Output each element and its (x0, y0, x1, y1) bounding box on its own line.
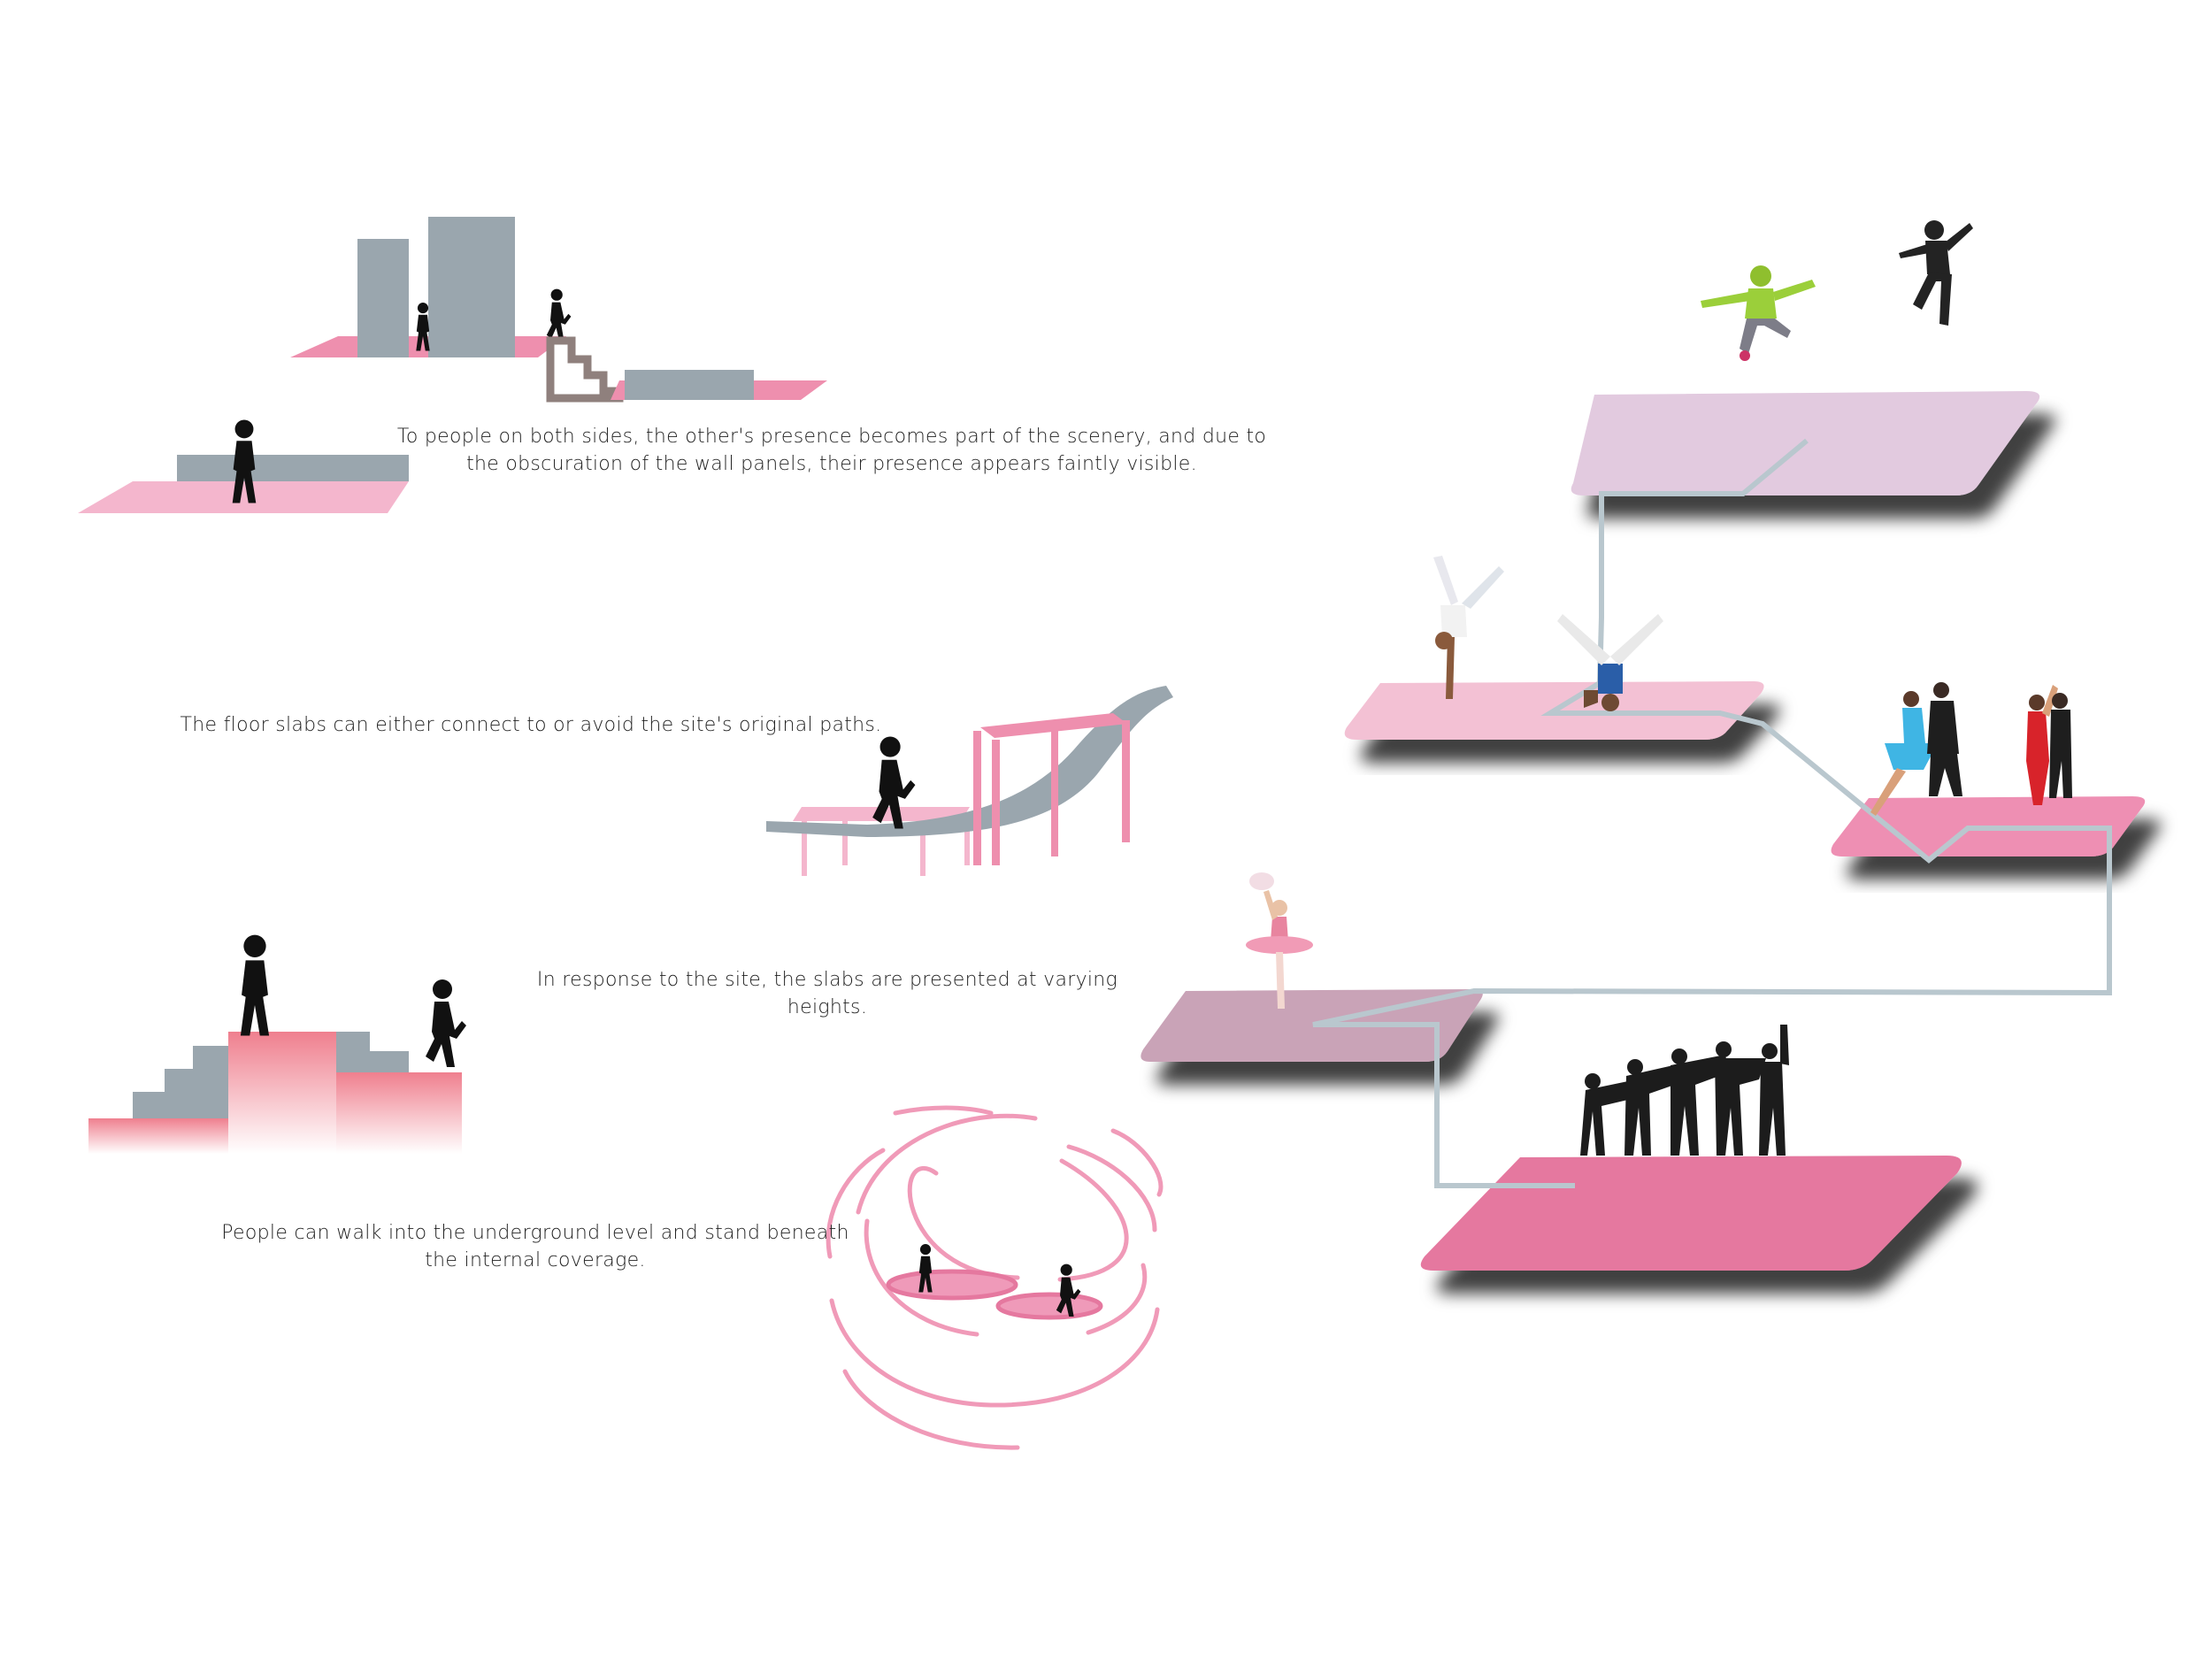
dancer-figure (1701, 265, 1816, 361)
caption-underground: People can walk into the underground lev… (221, 1222, 849, 1271)
dancer-figure (1899, 220, 1973, 326)
wall-panels-illustration (78, 217, 827, 513)
high-slab (228, 1032, 336, 1154)
contour-line (864, 1218, 979, 1337)
dancer-figure (1246, 872, 1313, 1009)
walking-person-icon (546, 288, 572, 342)
caption-wall-panels: To people on both sides, the other's pre… (396, 426, 1267, 475)
curved-ramp (766, 686, 1173, 837)
walking-person-icon (240, 934, 270, 1036)
dancer-group (1580, 1025, 1789, 1156)
underground-pits (886, 1244, 1103, 1320)
pink-floor-slab (78, 481, 409, 513)
contour-line (842, 1369, 1020, 1450)
varying-heights-illustration (88, 934, 466, 1154)
contour-line (893, 1105, 994, 1116)
dancer-figure (1870, 682, 1962, 816)
dancer-figure (1433, 556, 1504, 699)
contour-line (1057, 1158, 1129, 1282)
wall-panel (625, 370, 754, 400)
dancer-figure (1557, 614, 1663, 711)
caption-paths: The floor slabs can either connect to or… (180, 714, 882, 736)
caption-heights: In response to the site, the slabs are p… (536, 969, 1118, 1018)
wall-panel (177, 455, 409, 481)
contour-line (829, 1298, 1160, 1408)
platform-slab (1420, 1156, 1962, 1271)
contour-line (1086, 1263, 1148, 1335)
dancer-figure (2026, 685, 2072, 805)
walking-person-icon (426, 979, 466, 1067)
dance-platforms-diagram (1141, 220, 2146, 1271)
grey-stairs (133, 1046, 228, 1129)
path-connection-illustration (766, 686, 1173, 876)
contour-line (856, 1113, 1038, 1215)
wall-panel (357, 239, 409, 357)
contour-line (826, 1148, 886, 1259)
contour-line (907, 1165, 1020, 1280)
underground-illustration (826, 1105, 1164, 1450)
contour-line (1066, 1144, 1157, 1233)
stair-block (546, 336, 624, 403)
circulation-path (1312, 438, 2112, 1188)
table-legs (802, 821, 970, 876)
low-slab (88, 1118, 230, 1154)
wall-panel (428, 217, 515, 357)
grey-stairs (336, 1032, 409, 1072)
mid-slab (336, 1072, 462, 1154)
contour-line (1110, 1128, 1164, 1197)
raised-frame (973, 713, 1130, 865)
